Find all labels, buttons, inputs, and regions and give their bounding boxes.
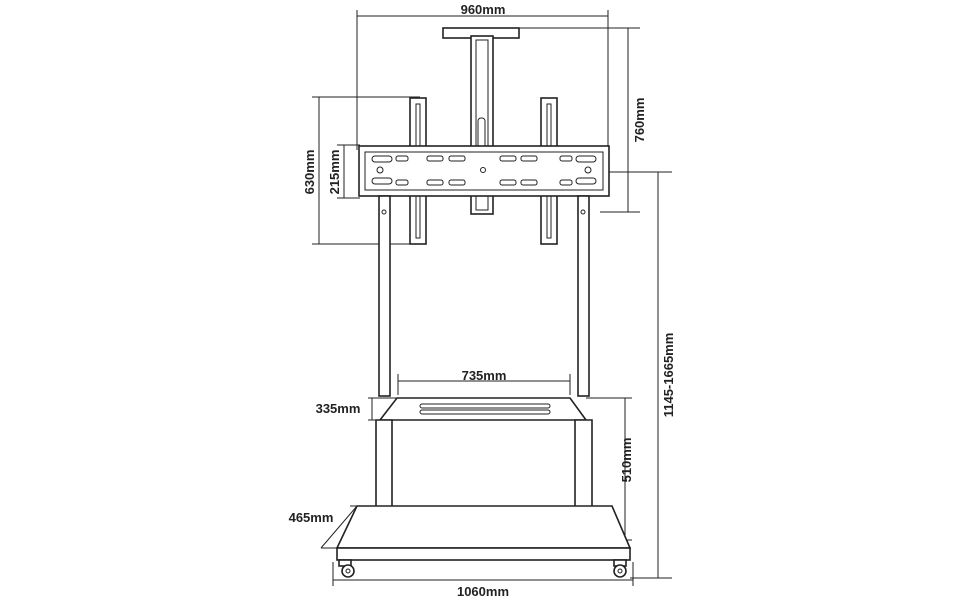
dimension-735-group: 735mm: [397, 368, 571, 395]
right-caster: [613, 559, 627, 578]
dimension-510-group: 510mm: [586, 397, 634, 541]
dimension-760-group: 760mm: [500, 27, 647, 213]
left-pole: [378, 195, 391, 397]
dimension-630-group: 630mm: [302, 96, 420, 245]
dimension-960-group: 960mm: [356, 2, 609, 150]
dimension-mount-height: 760mm: [632, 98, 647, 143]
left-caster: [338, 559, 355, 578]
dimension-overall-height: 1145-1665mm: [661, 333, 676, 418]
dimension-335-group: 335mm: [316, 397, 397, 421]
leg-frame: [374, 419, 596, 537]
dimension-overall-group: 1145-1665mm: [600, 171, 676, 579]
shelf: [378, 397, 588, 421]
dimension-1060-group: 1060mm: [332, 562, 634, 599]
dimension-465-group: 465mm: [289, 505, 358, 549]
dimension-215-group: 215mm: [327, 144, 360, 199]
dimension-base-width: 1060mm: [457, 584, 509, 599]
dimension-shelf-height: 510mm: [619, 438, 634, 483]
dimension-bracket-height: 630mm: [302, 150, 317, 195]
mount-plate: [358, 145, 610, 197]
base-platform: [335, 505, 632, 561]
dimension-base-depth: 465mm: [289, 510, 334, 525]
right-pole: [577, 195, 590, 397]
dimension-shelf-width: 735mm: [462, 368, 507, 383]
dimension-top-width: 960mm: [461, 2, 506, 17]
dimension-shelf-depth: 335mm: [316, 401, 361, 416]
dimension-rail-spacing: 215mm: [327, 150, 342, 195]
